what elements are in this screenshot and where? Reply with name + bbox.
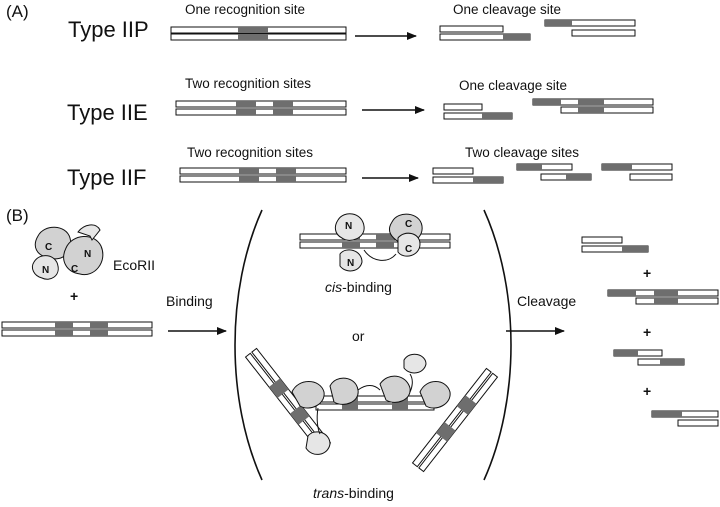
iif-fragment-3: [601, 163, 673, 181]
product-fragment-2: [607, 289, 719, 305]
iif-dna-duplex: [179, 167, 347, 183]
iif-recognition-caption: Two recognition sites: [187, 145, 314, 160]
left-bracket: [234, 209, 263, 481]
right-bracket: [483, 209, 512, 481]
plus-sign: +: [643, 265, 652, 281]
iip-recognition-caption: One recognition site: [185, 2, 306, 17]
cleavage-label: Cleavage: [517, 293, 577, 309]
domain-n-text: N: [347, 258, 354, 269]
domain-c-text: C: [45, 242, 52, 253]
domain-n-text: N: [84, 249, 91, 260]
iie-fragment-left: [443, 103, 513, 120]
type-iie-label: Type IIE: [67, 100, 148, 125]
or-label: or: [352, 328, 365, 344]
substrate-dna-duplex: [1, 321, 153, 337]
iif-fragment-1: [432, 167, 504, 184]
product-fragment-3: [613, 349, 685, 366]
panel-a-label: (A): [6, 2, 29, 21]
product-fragment-4: [651, 410, 719, 427]
type-iif-label: Type IIF: [67, 165, 147, 190]
ecorii-enzyme-icon: [31, 224, 104, 280]
domain-c-text: C: [405, 219, 412, 230]
iie-recognition-caption: Two recognition sites: [185, 76, 312, 91]
iip-dna-duplex: [170, 26, 347, 41]
type-iip-label: Type IIP: [68, 17, 149, 42]
iie-dna-duplex: [175, 100, 347, 116]
plus-sign: +: [70, 288, 79, 304]
binding-label: Binding: [166, 293, 213, 309]
iip-fragment-right: [544, 19, 636, 37]
plus-sign: +: [643, 324, 652, 340]
cis-binding-complex: N C C N: [299, 213, 451, 272]
iip-cleavage-caption: One cleavage site: [453, 2, 562, 17]
iif-cleavage-caption: Two cleavage sites: [465, 145, 580, 160]
product-fragment-1: [581, 236, 649, 253]
trans-binding-label: trans-binding: [313, 485, 394, 501]
iie-cleavage-caption: One cleavage site: [459, 78, 568, 93]
iie-fragment-right: [532, 98, 654, 114]
trans-binding-complex: [244, 347, 499, 473]
domain-c-text: C: [71, 264, 78, 275]
ecorii-label: EcoRII: [113, 257, 156, 273]
domain-n-text: N: [42, 265, 49, 276]
panel-b-label: (B): [6, 206, 29, 225]
plus-sign: +: [643, 383, 652, 399]
iif-fragment-2: [516, 163, 592, 181]
domain-n-text: N: [345, 221, 352, 232]
cis-binding-label: cis-binding: [325, 279, 392, 295]
domain-c-text: C: [405, 244, 412, 255]
iip-fragment-left: [439, 25, 531, 41]
